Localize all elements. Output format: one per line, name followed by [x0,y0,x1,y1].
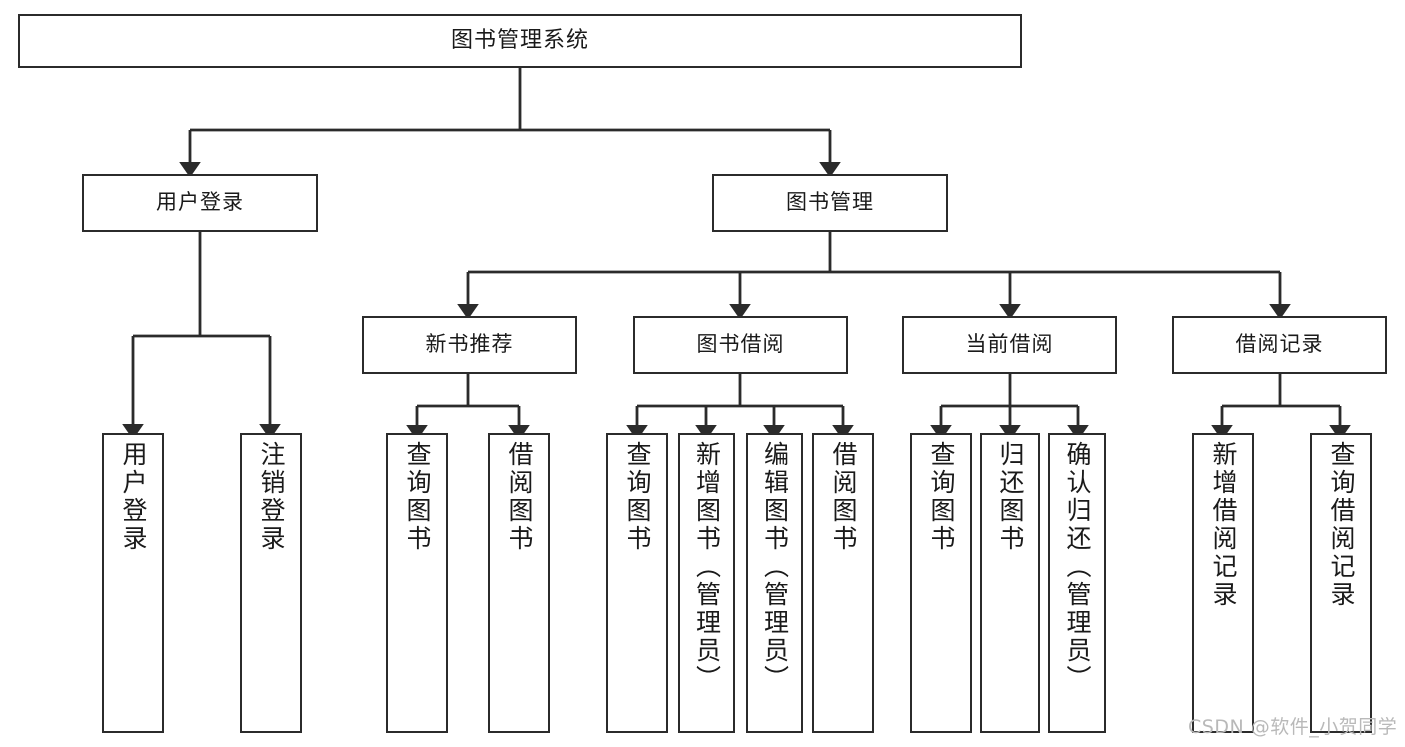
node-label: 当前借阅 [965,332,1054,357]
node-label: 确认归还（管理员） [1063,441,1092,693]
leaf-current-borrow-confirm-return-admin[interactable]: 确认归还（管理员） [1048,433,1106,733]
leaf-user-login-logout[interactable]: 注销登录 [240,433,302,733]
leaf-current-borrow-return-book[interactable]: 归还图书 [980,433,1040,733]
node-label: 归还图书 [996,441,1025,553]
node-new-book-recommend[interactable]: 新书推荐 [362,316,577,374]
leaf-current-borrow-query-book[interactable]: 查询图书 [910,433,972,733]
leaf-user-login-login[interactable]: 用户登录 [102,433,164,733]
csdn-watermark: CSDN @软件_小贺同学 [1188,716,1398,738]
node-label: 新增图书（管理员） [692,441,722,693]
node-root-book-management-system[interactable]: 图书管理系统 [18,14,1022,68]
node-label: 查询图书 [623,441,652,553]
node-label: 新书推荐 [425,332,514,357]
node-label: 查询图书 [927,441,956,553]
node-label: 借阅记录 [1235,332,1324,357]
node-label: 注销登录 [257,441,286,553]
leaf-new-book-query-book[interactable]: 查询图书 [386,433,448,733]
leaf-borrow-record-query-record[interactable]: 查询借阅记录 [1310,433,1372,733]
leaf-book-borrow-borrow-book[interactable]: 借阅图书 [812,433,874,733]
leaf-new-book-borrow-book[interactable]: 借阅图书 [488,433,550,733]
leaf-book-borrow-edit-book-admin[interactable]: 编辑图书（管理员） [746,433,803,733]
node-label: 查询图书 [403,441,432,553]
node-borrow-record[interactable]: 借阅记录 [1172,316,1387,374]
node-user-login[interactable]: 用户登录 [82,174,318,232]
node-label: 用户登录 [119,441,148,553]
node-label: 图书借阅 [696,332,785,357]
node-label: 借阅图书 [505,441,534,553]
node-label: 图书管理 [786,190,874,215]
leaf-book-borrow-query-book[interactable]: 查询图书 [606,433,668,733]
node-book-management[interactable]: 图书管理 [712,174,948,232]
node-current-borrow[interactable]: 当前借阅 [902,316,1117,374]
node-label: 图书管理系统 [450,27,589,53]
leaf-book-borrow-add-book-admin[interactable]: 新增图书（管理员） [678,433,735,733]
node-label: 借阅图书 [829,441,858,553]
leaf-borrow-record-add-record[interactable]: 新增借阅记录 [1192,433,1254,733]
node-label: 新增借阅记录 [1209,441,1238,609]
node-label: 用户登录 [156,190,244,215]
node-label: 查询借阅记录 [1327,441,1356,609]
node-label: 编辑图书（管理员） [760,441,790,693]
node-book-borrow[interactable]: 图书借阅 [633,316,848,374]
